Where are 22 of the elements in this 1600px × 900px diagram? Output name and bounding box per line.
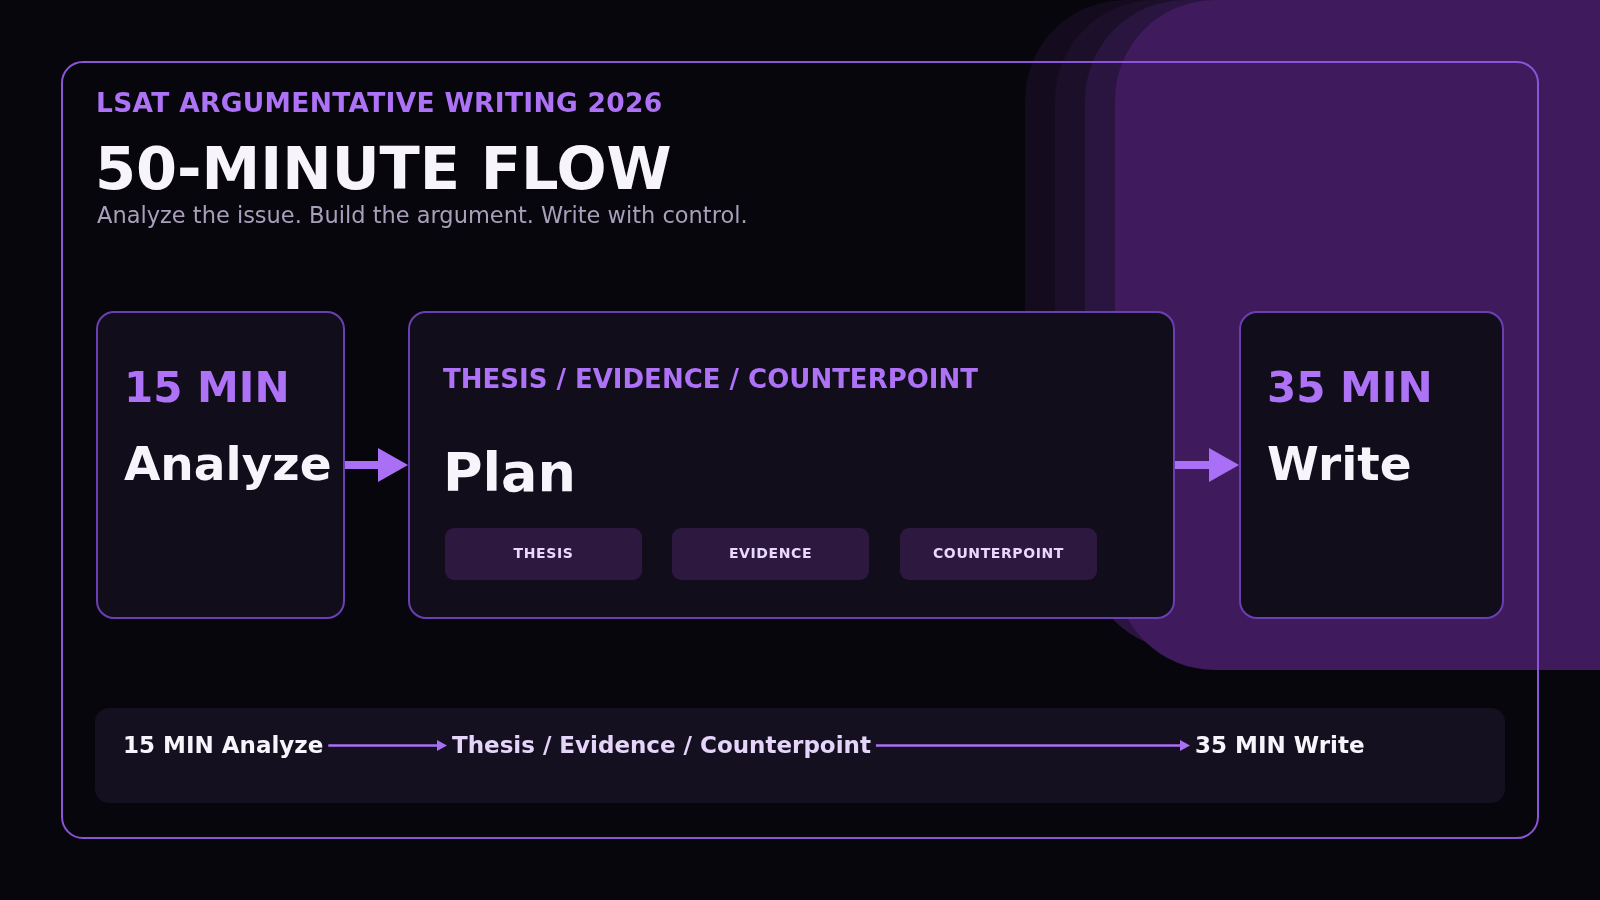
step-card <box>1239 311 1504 619</box>
step-title: Write <box>1267 440 1412 487</box>
arrow <box>328 740 447 751</box>
tag-chip: EVIDENCE <box>672 528 869 580</box>
title-heading: 50-MINUTE FLOW <box>95 139 672 198</box>
summary-bar <box>95 708 1505 803</box>
tag-chip: THESIS <box>445 528 642 580</box>
summary-step: 35 MIN Write <box>1195 734 1365 757</box>
arrow <box>1175 448 1239 482</box>
arrow <box>345 448 408 482</box>
step-title: Plan <box>443 446 576 500</box>
eyebrow-label: LSAT ARGUMENTATIVE WRITING 2026 <box>96 90 663 117</box>
duration-label: 35 MIN <box>1267 367 1433 409</box>
summary-step: Thesis / Evidence / Counterpoint <box>452 734 871 757</box>
duration-label: 15 MIN <box>124 367 290 409</box>
arrow <box>875 740 1190 751</box>
step-card <box>408 311 1175 619</box>
subtitle-text: Analyze the issue. Build the argument. Write with control. <box>97 204 748 227</box>
step-card <box>96 311 345 619</box>
topic-label: THESIS / EVIDENCE / COUNTERPOINT <box>443 366 978 392</box>
summary-step: 15 MIN Analyze <box>123 734 324 757</box>
tag-chip: COUNTERPOINT <box>900 528 1097 580</box>
